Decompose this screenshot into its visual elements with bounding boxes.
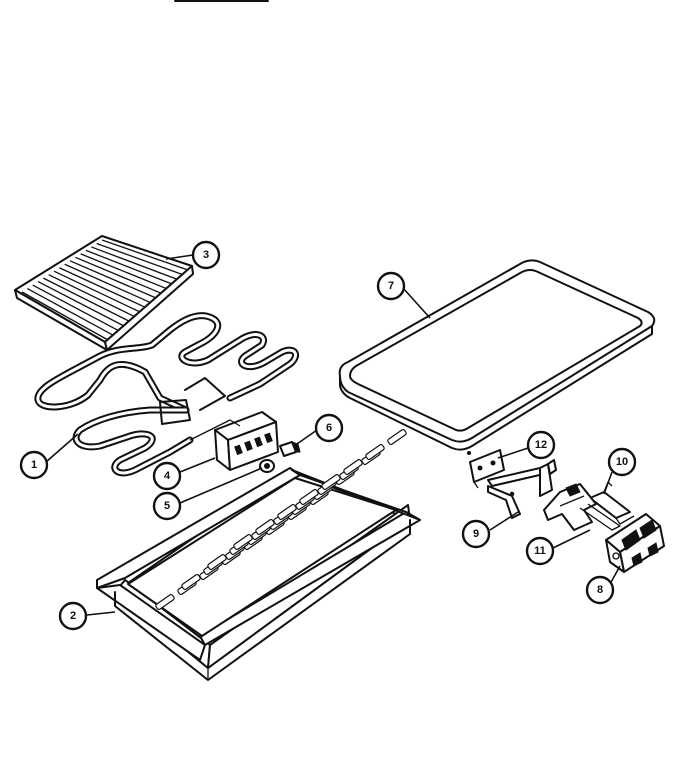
grate-rib: [53, 270, 141, 313]
pan-slot: [233, 533, 253, 551]
grate-rib: [75, 256, 162, 294]
clip: [279, 441, 301, 457]
grate-rib: [21, 291, 109, 341]
callout-2: 2: [58, 601, 88, 631]
bracket: [467, 449, 505, 489]
grate-rib: [85, 249, 173, 285]
grate-rib: [64, 263, 151, 304]
grate-rib: [96, 242, 183, 276]
callout-3: 3: [191, 240, 221, 270]
pan-slot: [365, 443, 385, 461]
callout-10-label: 10: [616, 456, 628, 468]
callout-11-label: 11: [534, 545, 546, 557]
callout-12: 12: [526, 430, 556, 460]
grate-rib: [48, 274, 135, 318]
callout-5: 5: [152, 491, 182, 521]
grate-rib: [80, 253, 167, 290]
callout-8: 8: [585, 575, 615, 605]
grill-grate: [14, 235, 194, 351]
receptacle-clip: [543, 483, 621, 531]
callout-10: 10: [607, 447, 637, 477]
heating-element: [34, 312, 299, 477]
drip-pan: [96, 428, 421, 681]
pan-slot: [155, 593, 175, 611]
callout-1: 1: [19, 450, 49, 480]
pan-slot: [181, 573, 201, 591]
callout-2-label: 2: [70, 610, 76, 622]
callout-11: 11: [525, 536, 555, 566]
grate-rib: [59, 267, 146, 308]
pan-slot: [343, 458, 363, 476]
callout-4: 4: [152, 461, 182, 491]
callout-5-label: 5: [164, 500, 170, 512]
callout-6-label: 6: [326, 422, 332, 434]
pan-slot: [277, 503, 297, 521]
griddle: [338, 259, 656, 451]
callout-8-label: 8: [597, 584, 603, 596]
callout-9-label: 9: [473, 528, 479, 540]
callout-4-label: 4: [164, 470, 171, 482]
leader-lines: [45, 254, 621, 616]
grate-rib: [91, 246, 178, 280]
grate-rib: [43, 277, 130, 322]
callout-7: 7: [376, 271, 406, 301]
grate-rib: [69, 260, 157, 299]
grate-rib: [27, 287, 114, 336]
connector: [589, 481, 635, 525]
callout-6: 6: [314, 413, 344, 443]
pan-slot: [255, 518, 275, 536]
callout-1-label: 1: [31, 459, 37, 471]
pan-slot: [299, 488, 319, 506]
grate-rib: [101, 239, 189, 271]
callout-12-label: 12: [535, 439, 547, 451]
callout-3-label: 3: [203, 249, 209, 261]
terminal-block: [189, 411, 279, 471]
nut: [259, 459, 275, 473]
pan-slot: [321, 473, 341, 491]
pan-slot: [207, 553, 227, 571]
support-bracket: [487, 459, 557, 519]
receptacle: [605, 513, 665, 573]
pan-slot: [387, 428, 407, 446]
callout-7-label: 7: [388, 280, 394, 292]
grate-rib: [37, 281, 125, 327]
grate-rib: [32, 284, 119, 332]
callout-9: 9: [461, 519, 491, 549]
